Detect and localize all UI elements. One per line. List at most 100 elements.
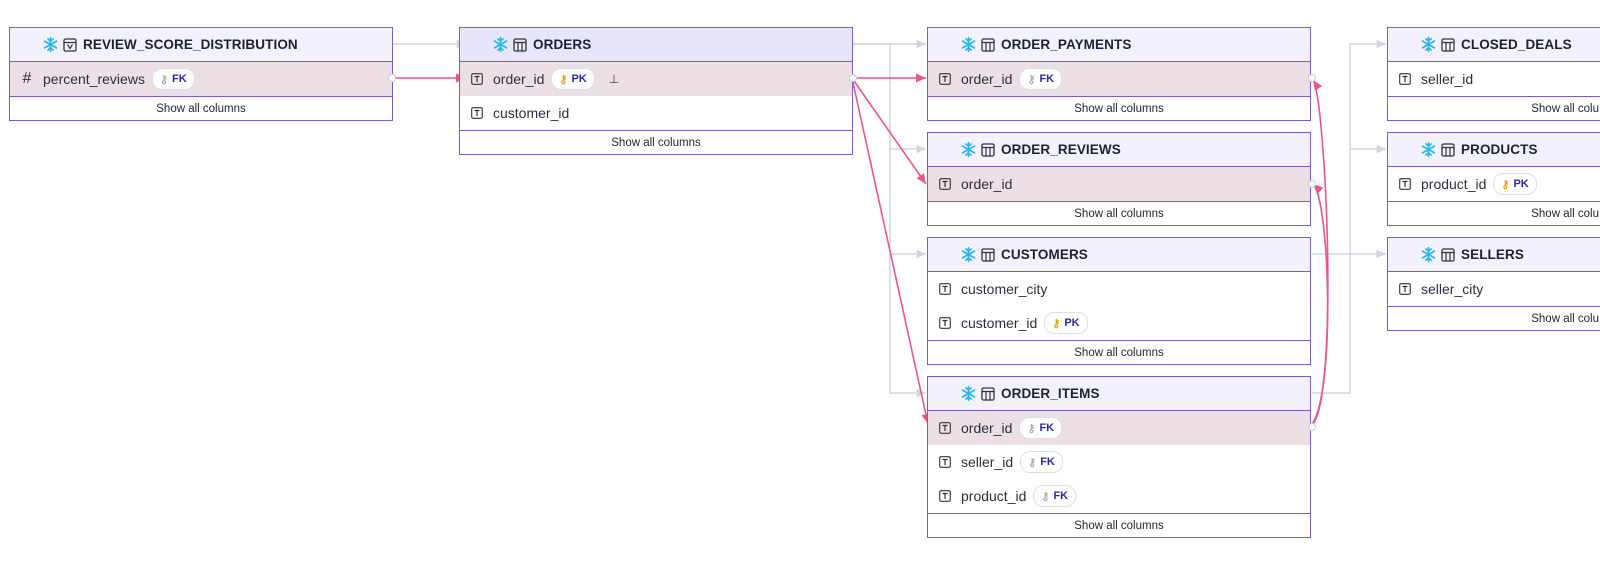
column-name: seller_city [1421,281,1484,297]
column-row[interactable]: order_id [928,167,1310,201]
key-icon: ⚷ [559,73,568,86]
table-name: PRODUCTS [1461,142,1538,157]
table-name: ORDER_REVIEWS [1001,142,1121,157]
column-row[interactable]: # percent_reviews ⚷FK [10,62,392,96]
snowflake-icon [961,36,976,53]
column-name: percent_reviews [43,71,145,87]
column-name: customer_id [493,105,570,121]
column-row[interactable]: customer_id [460,96,852,130]
table-icon [981,142,995,157]
snowflake-icon [961,141,976,158]
snowflake-icon [1421,246,1436,263]
table-name: ORDERS [533,37,592,52]
column-row[interactable]: seller_id [1388,62,1600,96]
table-name: SELLERS [1461,247,1524,262]
show-all-columns-button[interactable]: Show all columns [928,513,1310,537]
column-name: product_id [1421,176,1487,192]
table-orders[interactable]: ORDERS order_id ⚷PK ⊥ customer_id Show a… [459,27,853,155]
connection-handle[interactable] [849,74,857,82]
text-type-icon [1399,283,1411,295]
connection-handle[interactable] [1308,74,1316,82]
table-header[interactable]: ORDER_REVIEWS [928,133,1310,167]
snowflake-icon [961,246,976,263]
key-icon: ⚷ [1041,490,1050,503]
column-row[interactable]: product_id ⚷FK [928,479,1310,513]
column-row[interactable]: order_id ⚷PK ⊥ [460,62,852,96]
show-all-columns-button[interactable]: Show all columns [928,201,1310,225]
table-icon [981,37,995,52]
table-customers[interactable]: CUSTOMERS customer_city customer_id ⚷PK … [927,237,1311,365]
table-header[interactable]: ORDER_PAYMENTS [928,28,1310,62]
show-all-columns-button[interactable]: Show all columns [460,130,852,154]
column-name: order_id [961,176,1013,192]
pk-badge: ⚷PK [551,68,595,90]
table-products[interactable]: PRODUCTS product_id ⚷PK Show all colu [1387,132,1600,226]
pk-badge: ⚷PK [1044,312,1088,334]
table-header[interactable]: CUSTOMERS [928,238,1310,272]
column-row[interactable]: customer_city [928,272,1310,306]
show-all-columns-button[interactable]: Show all columns [928,96,1310,120]
text-type-icon [471,73,483,85]
table-header[interactable]: SELLERS [1388,238,1600,272]
show-all-columns-button[interactable]: Show all colu [1388,306,1600,330]
table-name: REVIEW_SCORE_DISTRIBUTION [83,37,298,52]
pin-icon[interactable]: ⊥ [608,72,620,86]
column-name: seller_id [961,454,1014,470]
column-name: order_id [961,420,1013,436]
snowflake-icon [961,385,976,402]
key-icon: ⚷ [1501,178,1510,191]
table-header[interactable]: CLOSED_DEALS [1388,28,1600,62]
table-order-payments[interactable]: ORDER_PAYMENTS order_id ⚷FK Show all col… [927,27,1311,121]
table-closed-deals[interactable]: CLOSED_DEALS seller_id Show all colu [1387,27,1600,121]
fk-badge: ⚷FK [151,68,195,90]
column-row[interactable]: order_id ⚷FK [928,411,1310,445]
key-icon: ⚷ [159,73,168,86]
table-icon [981,386,995,401]
column-row[interactable]: seller_id ⚷FK [928,445,1310,479]
fk-badge: ⚷FK [1033,485,1077,507]
key-icon: ⚷ [1027,73,1036,86]
table-order-items[interactable]: ORDER_ITEMS order_id ⚷FK seller_id ⚷FK p… [927,376,1311,538]
connection-handle[interactable] [388,74,396,82]
column-row[interactable]: customer_id ⚷PK [928,306,1310,340]
text-type-icon [939,490,951,502]
show-all-columns-button[interactable]: Show all colu [1388,96,1600,120]
column-name: order_id [961,71,1013,87]
table-header[interactable]: ORDERS [460,28,852,62]
connection-handle[interactable] [1308,180,1316,188]
table-icon [1441,142,1455,157]
number-type-icon: # [22,70,32,87]
column-row[interactable]: seller_city [1388,272,1600,306]
table-sellers[interactable]: SELLERS seller_city Show all colu [1387,237,1600,331]
key-icon: ⚷ [1027,422,1036,435]
text-type-icon [939,178,951,190]
table-order-reviews[interactable]: ORDER_REVIEWS order_id Show all columns [927,132,1311,226]
text-type-icon [939,317,951,329]
table-header[interactable]: PRODUCTS [1388,133,1600,167]
text-type-icon [939,73,951,85]
connection-handle[interactable] [1308,423,1316,431]
table-name: ORDER_ITEMS [1001,386,1100,401]
column-row[interactable]: order_id ⚷FK [928,62,1310,96]
key-icon: ⚷ [1028,456,1037,469]
column-name: seller_id [1421,71,1474,87]
text-type-icon [939,283,951,295]
table-icon [1441,37,1455,52]
table-icon [981,247,995,262]
show-all-columns-button[interactable]: Show all columns [928,340,1310,364]
column-name: customer_id [961,315,1038,331]
table-review-score-distribution[interactable]: REVIEW_SCORE_DISTRIBUTION # percent_revi… [9,27,393,121]
key-icon: ⚷ [1052,317,1061,330]
column-row[interactable]: product_id ⚷PK [1388,167,1600,201]
show-all-columns-button[interactable]: Show all colu [1388,201,1600,225]
table-icon [1441,247,1455,262]
snowflake-icon [1421,141,1436,158]
column-name: order_id [493,71,545,87]
pk-badge: ⚷PK [1493,173,1537,195]
show-all-columns-button[interactable]: Show all columns [10,96,392,120]
fk-badge: ⚷FK [1020,451,1063,473]
table-header[interactable]: REVIEW_SCORE_DISTRIBUTION [10,28,392,62]
text-type-icon [939,456,951,468]
table-header[interactable]: ORDER_ITEMS [928,377,1310,411]
column-name: product_id [961,488,1027,504]
